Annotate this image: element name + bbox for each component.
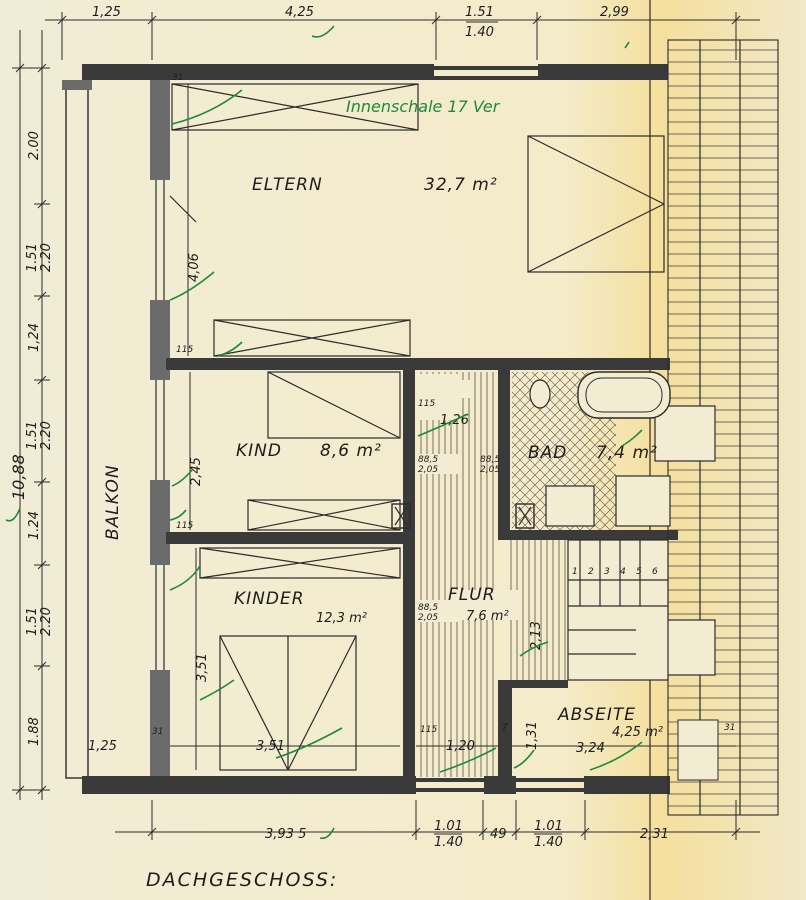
dim-bottom-5: 1.01 bbox=[534, 819, 563, 834]
room-name-eltern: ELTERN bbox=[252, 175, 323, 195]
dimension-chain-left: 2.00 1.51 2.20 1,24 1.51 2.20 1.24 1.51 … bbox=[5, 30, 54, 800]
dim-top-2: 4,25 bbox=[285, 5, 314, 20]
dim-left-2: 1.51 bbox=[25, 243, 40, 272]
svg-text:3: 3 bbox=[604, 567, 610, 577]
dim-kinder-depth: 3,51 bbox=[195, 653, 210, 682]
svg-text:2: 2 bbox=[588, 567, 594, 577]
dim-eltern-depth: 4,06 bbox=[187, 253, 202, 282]
room-area-kind: 8,6 m² bbox=[320, 441, 382, 461]
room-abseite: 1,31 ABSEITE 4,25 m² 3,24 7 31 bbox=[502, 705, 736, 771]
svg-text:4: 4 bbox=[620, 567, 626, 577]
room-flur: 115 1,26 88,5 2,05 88,5 2,05 88,5 2,05 F… bbox=[391, 372, 568, 777]
dim-wall-31-top: 31 bbox=[172, 73, 183, 83]
room-area-kinder: 12,3 m² bbox=[316, 611, 367, 626]
dim-left-10: 1.88 bbox=[27, 717, 42, 746]
door-label-1b: 2,05 bbox=[418, 465, 438, 475]
svg-text:1: 1 bbox=[572, 567, 578, 577]
dim-left-6: 2.20 bbox=[39, 421, 54, 450]
dim-bottom-2: 1.01 bbox=[434, 819, 463, 834]
door-label-2b: 2,05 bbox=[418, 613, 438, 623]
dim-stair-length: 2,13 bbox=[529, 621, 544, 650]
toilet bbox=[529, 379, 551, 409]
wardrobe-kinder bbox=[199, 547, 401, 579]
door-label-2a: 88,5 bbox=[418, 603, 438, 613]
desk-kind bbox=[267, 371, 401, 439]
dimension-chain-bottom: 3,93 5 1.01 1.40 49 1.01 1.40 2,31 bbox=[115, 800, 760, 850]
dim-kind-depth: 2,45 bbox=[189, 457, 204, 486]
room-area-eltern: 32,7 m² bbox=[424, 175, 498, 195]
handwritten-note: Innenschale 17 Ver bbox=[346, 97, 501, 116]
svg-text:5: 5 bbox=[636, 567, 642, 577]
dim-bottom-7: 2,31 bbox=[640, 827, 669, 842]
dim-abseite-depth: 1,31 bbox=[525, 721, 540, 750]
dim-top-1: 1,25 bbox=[92, 5, 121, 20]
wardrobe-eltern-top bbox=[171, 83, 419, 131]
dim-wall-115-kind: 115 bbox=[176, 521, 193, 531]
shower bbox=[615, 475, 671, 527]
dim-bottom-1: 3,93 5 bbox=[265, 827, 306, 842]
dim-wall-115-flur: 115 bbox=[418, 399, 435, 409]
door-label-3b: 2,05 bbox=[480, 465, 500, 475]
drawing-title: DACHGESCHOSS: bbox=[146, 869, 338, 891]
dim-flur-bottom: 1,20 bbox=[446, 739, 475, 754]
dim-wall-31-right: 31 bbox=[724, 723, 735, 733]
dim-bottom-3: 1.40 bbox=[434, 835, 463, 850]
room-bad: BAD 7,4 m² bbox=[512, 371, 671, 530]
roof-slope-hatching bbox=[654, 39, 779, 816]
dim-left-1: 2.00 bbox=[27, 131, 42, 160]
dim-top-4: 1.40 bbox=[465, 25, 494, 40]
room-area-flur: 7,6 m² bbox=[466, 609, 509, 624]
dim-wall-31-left: 31 bbox=[152, 727, 163, 737]
dim-top-3: 1.51 bbox=[465, 5, 494, 20]
dim-left-7: 1.24 bbox=[27, 511, 42, 540]
skylight-1 bbox=[654, 405, 716, 462]
room-name-balkon: BALKON bbox=[103, 464, 123, 540]
chimney-1 bbox=[391, 503, 411, 529]
walls bbox=[82, 64, 678, 794]
dim-total-left: 10,88 bbox=[9, 454, 28, 500]
bathtub bbox=[577, 371, 671, 419]
dim-left-4: 1,24 bbox=[27, 323, 42, 352]
dim-wall-115-bottom: 115 bbox=[420, 725, 437, 735]
door-label-1a: 88,5 bbox=[418, 455, 438, 465]
room-name-abseite: ABSEITE bbox=[557, 705, 636, 725]
dim-left-8: 1.51 bbox=[25, 607, 40, 636]
dimension-chain-top: 1,25 4,25 1.51 1.40 2,99 bbox=[45, 5, 760, 60]
room-name-kind: KIND bbox=[236, 441, 282, 461]
dim-bottom-6: 1.40 bbox=[534, 835, 563, 850]
dim-balcony-width: 1,25 bbox=[88, 739, 117, 754]
room-area-abseite: 4,25 m² bbox=[612, 725, 663, 740]
svg-text:6: 6 bbox=[652, 567, 658, 577]
dim-kinder-width: 3,51 bbox=[256, 739, 285, 754]
wardrobe-eltern-bottom bbox=[213, 319, 411, 357]
room-name-bad: BAD bbox=[528, 443, 567, 463]
balcony: BALKON bbox=[62, 80, 123, 779]
dim-wall-115-eltern: 115 bbox=[176, 345, 193, 355]
sink bbox=[545, 485, 595, 527]
staircase: 1 2 3 4 5 6 bbox=[567, 539, 669, 681]
dim-7: 7 bbox=[502, 723, 508, 733]
dim-top-5: 2,99 bbox=[600, 5, 629, 20]
dim-bottom-4: 49 bbox=[490, 827, 507, 842]
door-label-3a: 88,5 bbox=[480, 455, 500, 465]
dim-left-3: 2.20 bbox=[39, 243, 54, 272]
room-area-bad: 7,4 m² bbox=[596, 443, 658, 463]
room-name-kinder: KINDER bbox=[234, 589, 305, 609]
dim-left-5: 1.51 bbox=[25, 421, 40, 450]
room-eltern: 4,06 31 115 ELTERN 32,7 m² Innenschale 1… bbox=[169, 73, 665, 357]
room-name-flur: FLUR bbox=[448, 585, 496, 605]
dim-abseite-width: 3,24 bbox=[576, 741, 605, 756]
dim-left-9: 2.20 bbox=[39, 607, 54, 636]
room-kinder: 3,51 1,25 3,51 31 KINDER 12,3 m² bbox=[88, 547, 401, 771]
